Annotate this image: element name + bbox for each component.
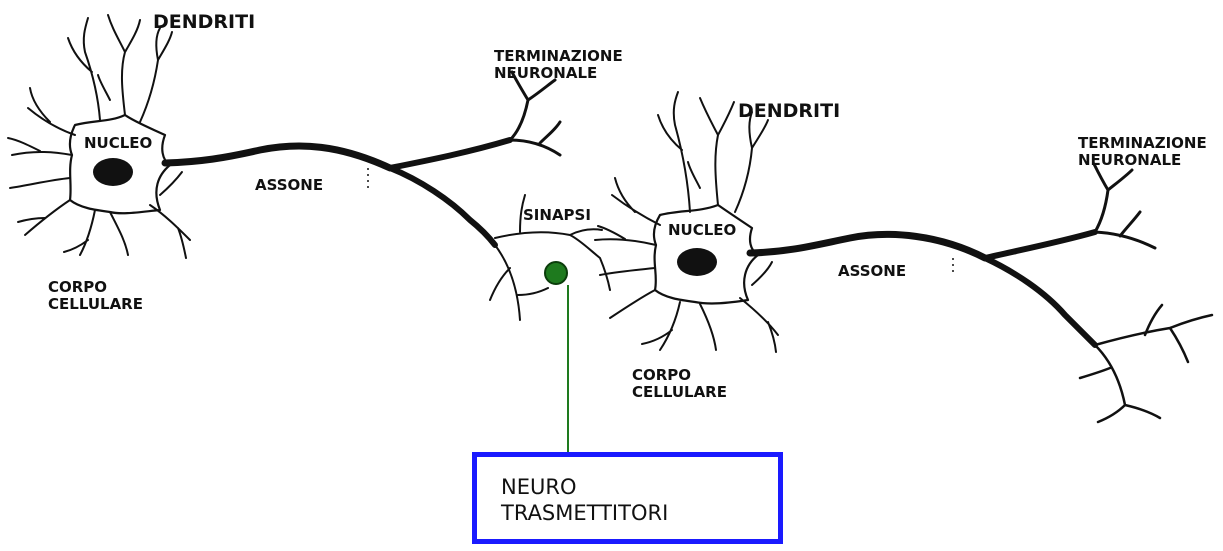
neuron-1 [8, 15, 560, 320]
label-dendriti-2: DENDRITI [738, 101, 840, 123]
label-sinapsi: SINAPSI [523, 207, 591, 224]
axon-2 [750, 234, 985, 258]
label-nucleo-1: NUCLEO [84, 135, 152, 152]
neurotransmitter-callout-box: NEURO TRASMETTITORI [472, 452, 783, 544]
neurotransmitter-dot [545, 262, 567, 284]
callout-text: NEURO TRASMETTITORI [501, 474, 668, 527]
axon-1 [165, 146, 390, 168]
nucleus-2 [677, 248, 717, 276]
nucleus-1 [93, 158, 133, 186]
label-terminazione-2: TERMINAZIONE NEURONALE [1078, 135, 1207, 170]
label-terminazione-1: TERMINAZIONE NEURONALE [494, 48, 623, 83]
label-nucleo-2: NUCLEO [668, 222, 736, 239]
label-corpo-cellulare-2: CORPO CELLULARE [632, 367, 727, 402]
label-assone-1: ASSONE [255, 177, 323, 194]
label-dendriti-1: DENDRITI [153, 12, 255, 34]
label-assone-2: ASSONE [838, 263, 906, 280]
label-corpo-cellulare-1: CORPO CELLULARE [48, 279, 143, 314]
